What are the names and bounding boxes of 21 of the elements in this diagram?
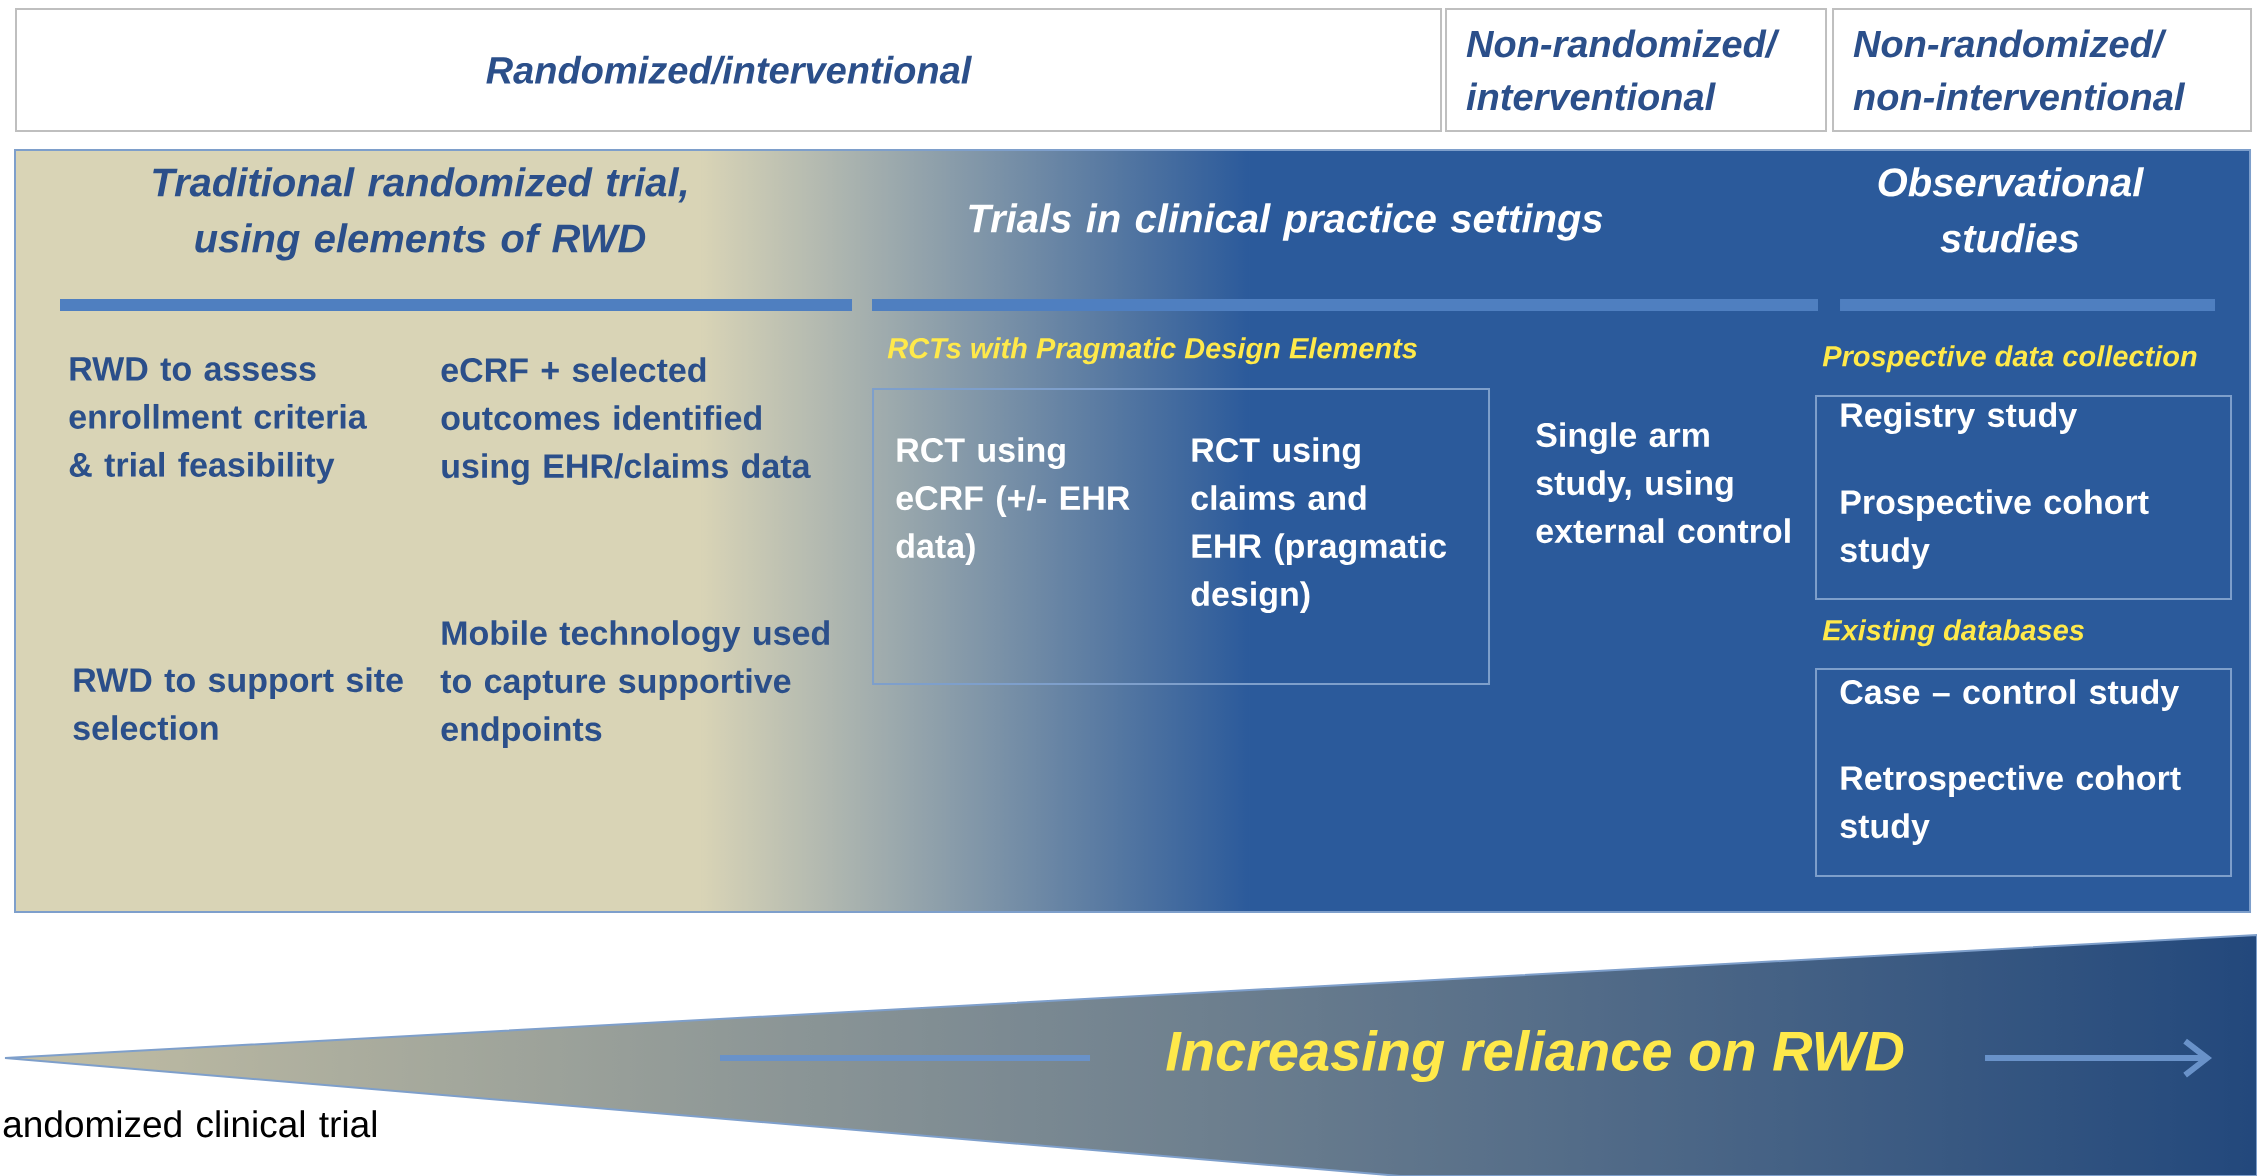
section-heading: RCTs with Pragmatic Design Elements bbox=[887, 337, 1417, 365]
section-heading: Trials in clinical practice settings bbox=[969, 203, 1603, 241]
section-heading: Observational studies bbox=[1878, 167, 2145, 253]
arrow-label: Increasing reliance on RWD bbox=[1166, 1029, 1904, 1083]
study-type-text: Case – control study bbox=[1840, 679, 2180, 711]
header-box: Randomized/interventional bbox=[15, 8, 1442, 132]
body-text: andomized clinical trial bbox=[3, 1110, 376, 1138]
study-type-text: RCT using claims and EHR (pragmatic design) bbox=[1191, 437, 1447, 614]
header-box: Non-randomized/ non-interventional bbox=[1832, 8, 2253, 132]
study-type-text: Prospective cohort study bbox=[1840, 489, 2149, 569]
description-text: Mobile technology used to capture supportive endpoints bbox=[440, 620, 829, 748]
study-type-text: Retrospective cohort study bbox=[1840, 765, 2181, 845]
description-text: Single arm study, using external control bbox=[1536, 422, 1790, 544]
description-text: RWD to support site selection bbox=[73, 667, 403, 741]
section-heading: Existing databases bbox=[1822, 619, 2084, 647]
description-text: RWD to assess enrollment criteria & trial feasibility bbox=[69, 357, 367, 484]
header-box: Non-randomized/ interventional bbox=[1445, 8, 1827, 132]
study-type-text: Registry study bbox=[1841, 402, 2078, 435]
study-type-text: RCT using eCRF (+/- EHR data) bbox=[896, 437, 1130, 565]
section-heading: Prospective data collection bbox=[1822, 345, 2197, 373]
description-text: eCRF + selected outcomes identified using EHR/claims data bbox=[441, 357, 811, 486]
